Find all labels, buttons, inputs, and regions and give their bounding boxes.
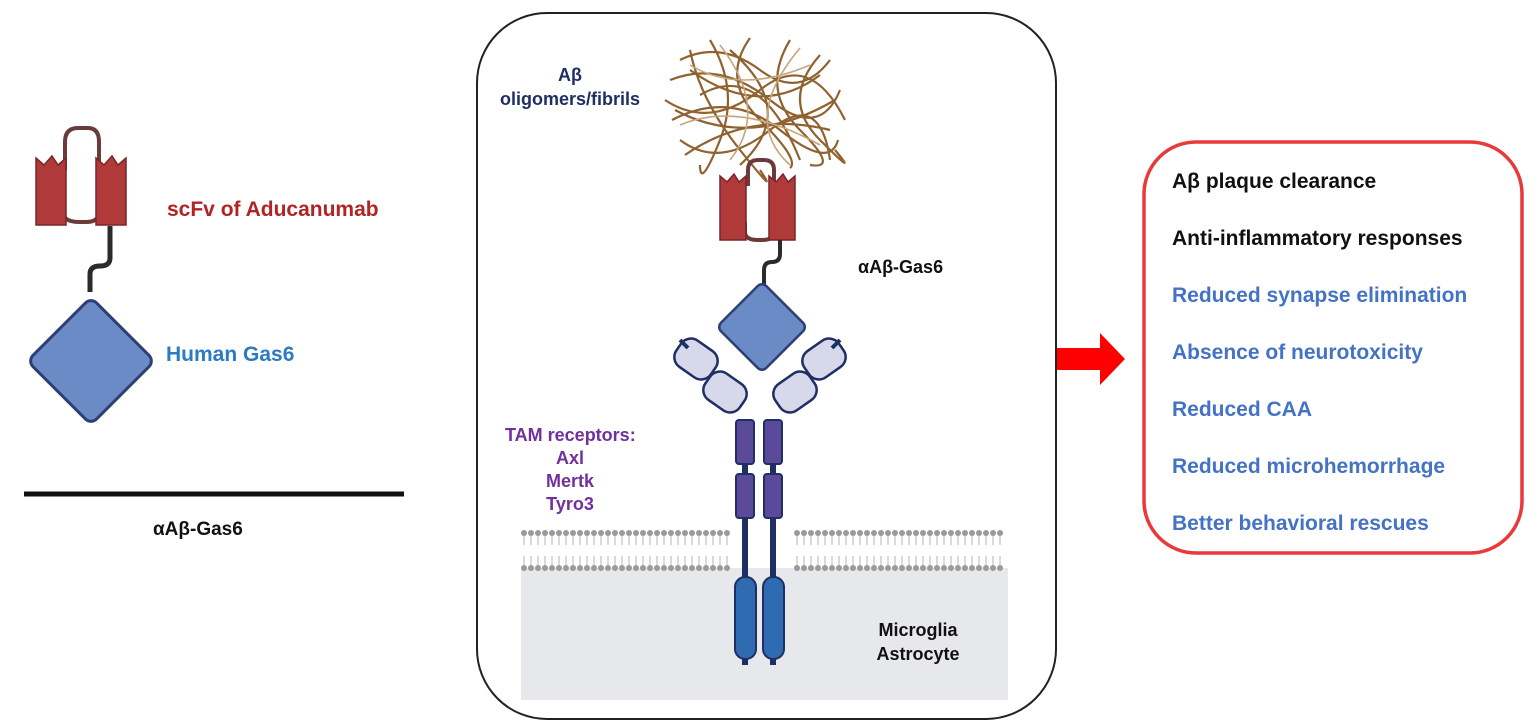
tam-title: TAM receptors: (505, 425, 636, 445)
abeta-label-line1: Aβ (558, 65, 582, 85)
outcome-item: Reduced synapse elimination (1172, 284, 1468, 307)
abeta-label: Aβ oligomers/fibrils (478, 63, 662, 111)
gas6-label: Human Gas6 (166, 343, 295, 366)
outcome-item: Reduced CAA (1172, 398, 1313, 421)
tam-mertk: Mertk (545, 471, 594, 491)
tam-receptor-dimer-icon (673, 337, 847, 665)
result-arrow-icon (1057, 333, 1125, 385)
tam-receptors-label: TAM receptors: Axl Mertk Tyro3 (505, 424, 636, 516)
tam-axl: Axl (555, 448, 584, 468)
left-gas6-icon (29, 299, 153, 423)
outcome-item: Anti-inflammatory responses (1172, 227, 1463, 250)
cell-line1: Microglia (878, 620, 958, 640)
outcome-item: Reduced microhemorrhage (1172, 455, 1446, 478)
scfv-label: scFv of Aducanumab (167, 198, 379, 221)
center-gas6-icon (717, 282, 807, 372)
outcomes-frame (1142, 140, 1524, 555)
cell-membrane (521, 530, 1003, 571)
cell-line2: Astrocyte (876, 644, 960, 664)
outcome-item: Absence of neurotoxicity (1172, 341, 1423, 364)
abeta-fibrils-highlight (679, 44, 821, 166)
center-construct-name: αAβ-Gas6 (858, 257, 944, 277)
abeta-label-line2: oligomers/fibrils (499, 89, 641, 109)
abeta-fibrils-icon (664, 37, 846, 183)
cell-type-label: Microglia Astrocyte (850, 618, 986, 666)
left-scfv-icon (35, 126, 127, 292)
left-construct-name: αAβ-Gas6 (153, 519, 243, 540)
center-scfv-icon (719, 158, 796, 284)
tam-tyro3: Tyro3 (546, 494, 594, 514)
outcome-item: Aβ plaque clearance (1172, 170, 1377, 193)
outcome-item: Better behavioral rescues (1172, 512, 1429, 535)
